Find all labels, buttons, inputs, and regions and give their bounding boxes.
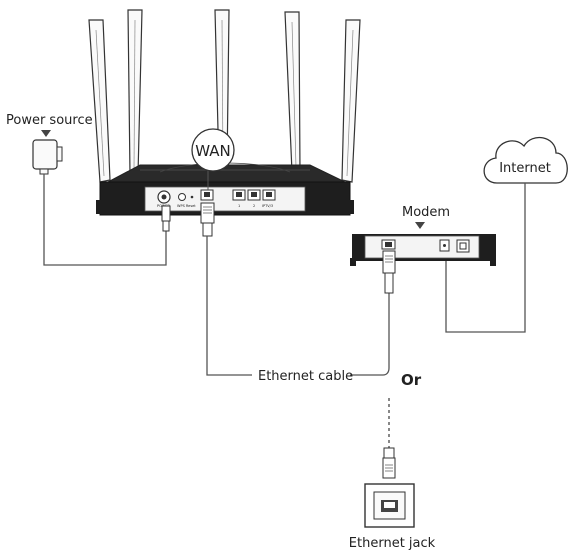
router-icon: POWER WPS Reset WAN 1 2 IPTV/3 (96, 162, 354, 216)
router-top (107, 164, 346, 183)
rj45-plug-icon (382, 447, 396, 479)
router-port-panel (144, 186, 306, 212)
modem-rj45-plug-icon (382, 250, 396, 294)
power-source-group: Power source (6, 113, 171, 266)
power-plug (161, 205, 171, 232)
port-label-wps: WPS Reset (177, 204, 196, 208)
wan-label: WAN (195, 142, 231, 160)
port-label-lan3: IPTV/3 (262, 204, 273, 208)
internet-cable (445, 183, 526, 333)
modem-icon (350, 234, 496, 266)
internet-label: Internet (499, 161, 551, 176)
ethernet-cable-line-right (350, 292, 390, 376)
wan-badge (191, 128, 235, 172)
power-adapter-icon (32, 139, 63, 175)
power-source-label: Power source (6, 113, 93, 128)
cloud-icon: Internet (483, 136, 568, 184)
antenna-5 (341, 19, 361, 183)
arrow-down-icon (41, 130, 51, 137)
wall-jack-icon (364, 483, 415, 528)
port-label-lan2: 2 (253, 204, 255, 208)
ethernet-cable-line (206, 236, 252, 376)
or-label: Or (401, 371, 422, 389)
arrow-down-icon (415, 222, 425, 229)
wan-callout: WAN (191, 128, 235, 190)
wan-plug (200, 202, 215, 237)
ethernet-cable-label: Ethernet cable (258, 369, 353, 384)
modem-label: Modem (402, 205, 450, 220)
power-cable (43, 174, 167, 266)
antenna-1 (88, 19, 111, 183)
ethernet-jack-label: Ethernet jack (349, 536, 436, 551)
port-label-lan1: 1 (238, 204, 240, 208)
wps-reset-button (178, 193, 186, 201)
